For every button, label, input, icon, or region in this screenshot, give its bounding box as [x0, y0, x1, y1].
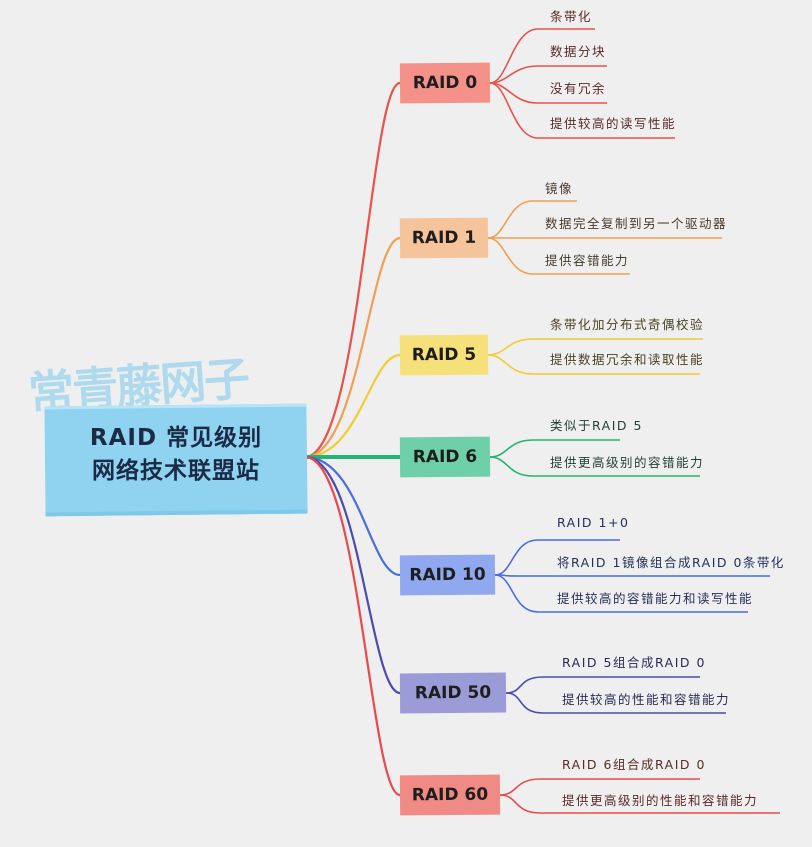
leaf-node[interactable]: 没有冗余: [550, 81, 607, 96]
leaf-node[interactable]: 提供更高级别的容错能力: [550, 455, 705, 470]
leaf-connector: [489, 82, 607, 104]
leaf-connector: [489, 82, 675, 139]
leaf-connector: [489, 28, 595, 84]
branch-connector: [304, 455, 401, 695]
branch-node-raid10[interactable]: RAID 10: [399, 554, 496, 596]
root-subtitle: 网络技术联盟站: [92, 458, 260, 484]
leaf-node[interactable]: 数据分块: [550, 44, 607, 59]
leaf-node[interactable]: RAID 1+0: [557, 515, 630, 530]
leaf-connector: [494, 539, 620, 576]
leaf-connector: [489, 439, 620, 458]
branch-connector: [304, 353, 401, 459]
leaf-node[interactable]: 条带化加分布式奇偶校验: [550, 317, 705, 332]
leaf-node[interactable]: 提供较高的读写性能: [550, 116, 677, 131]
branch-connector: [304, 455, 401, 577]
branch-connector: [304, 81, 401, 459]
leaf-node[interactable]: 提供容错能力: [545, 253, 630, 268]
leaf-connector: [489, 65, 607, 84]
branch-node-raid60[interactable]: RAID 60: [399, 774, 501, 816]
branch-node-raid50[interactable]: RAID 50: [399, 672, 507, 714]
branch-node-raid5[interactable]: RAID 5: [399, 334, 489, 376]
branch-node-raid6[interactable]: RAID 6: [399, 436, 491, 478]
leaf-connector: [494, 574, 748, 613]
leaf-node[interactable]: 条带化: [550, 9, 593, 24]
branch-connector: [304, 455, 401, 797]
leaf-node[interactable]: 提供较高的性能和容错能力: [562, 692, 731, 707]
branch-node-raid1[interactable]: RAID 1: [399, 217, 489, 259]
leaf-connector: [505, 676, 700, 694]
branch-connector: [304, 236, 401, 459]
leaf-node[interactable]: 提供较高的容错能力和读写性能: [557, 591, 754, 606]
leaf-node[interactable]: 类似于RAID 5: [550, 418, 643, 433]
leaf-connector: [487, 338, 703, 356]
leaf-connector: [487, 237, 630, 275]
leaf-connector: [489, 456, 700, 477]
leaf-connector: [505, 692, 726, 714]
leaf-connector: [499, 778, 700, 796]
leaf-node[interactable]: RAID 6组合成RAID 0: [562, 757, 706, 772]
leaf-connector: [487, 200, 577, 239]
leaf-connector: [499, 794, 780, 814]
leaf-connector: [487, 354, 700, 375]
branch-node-raid0[interactable]: RAID 0: [399, 62, 491, 104]
leaf-connector: [494, 574, 770, 577]
root-title: RAID 常见级别: [89, 425, 263, 451]
root-node[interactable]: RAID 常见级别 网络技术联盟站: [45, 422, 307, 488]
leaf-node[interactable]: RAID 5组合成RAID 0: [562, 655, 706, 670]
leaf-node[interactable]: 镜像: [545, 181, 574, 196]
leaf-node[interactable]: 将RAID 1镜像组合成RAID 0条带化: [557, 555, 785, 570]
leaf-node[interactable]: 提供数据冗余和读取性能: [550, 352, 705, 367]
leaf-node[interactable]: 提供更高级别的性能和容错能力: [562, 793, 759, 808]
leaf-node[interactable]: 数据完全复制到另一个驱动器: [545, 216, 728, 231]
